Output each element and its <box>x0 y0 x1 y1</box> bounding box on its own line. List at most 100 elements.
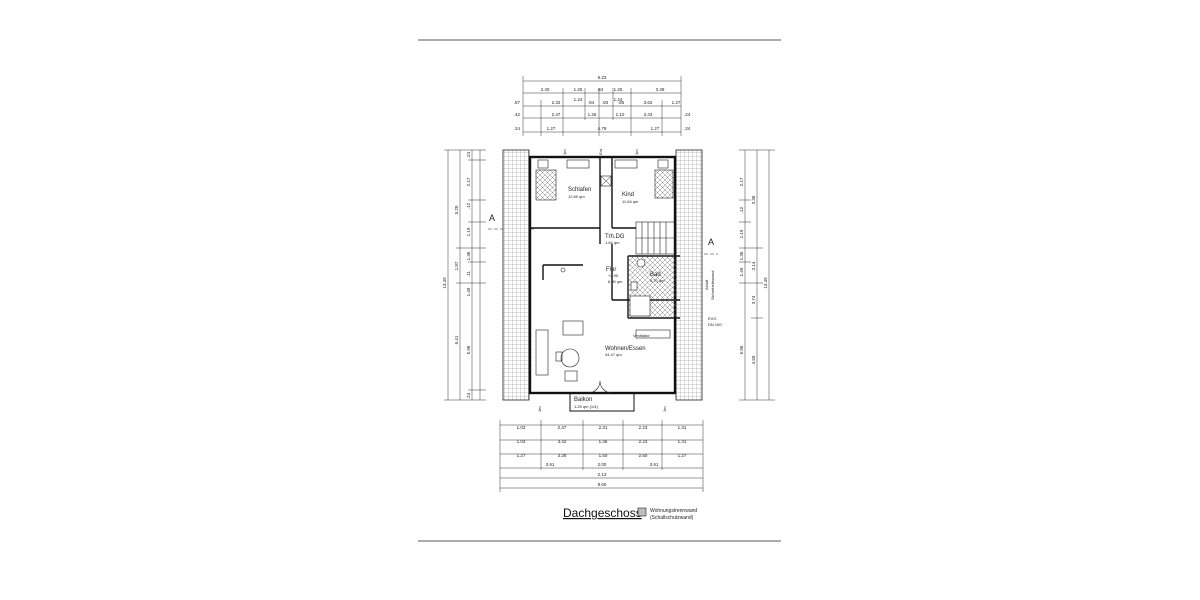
dim-bottom-r1-e: 1.31 <box>678 425 687 430</box>
dim-right-mid-c: 3.74 <box>751 295 756 304</box>
nightstand-1 <box>537 159 549 169</box>
dim-top-r5-b: 1.27 <box>547 126 556 131</box>
room-label-flur: Flur <box>606 267 616 273</box>
dim-top-r3-d: .93 <box>602 100 609 105</box>
shaft <box>600 175 612 187</box>
dim-right-mid-b: 2.14 <box>751 261 756 270</box>
room-area-kind: 11.64 qm <box>622 199 639 204</box>
dim-top-r2-b: 1.24 <box>614 97 623 102</box>
dim-bottom-r2-d: 2.23 <box>639 439 648 444</box>
dim-top-r3-e: .85 <box>618 100 625 105</box>
hob <box>560 267 566 273</box>
dim-top-r3-f: 3.62 <box>644 100 653 105</box>
dim-top-r4-d: 1.10 <box>616 112 625 117</box>
kitchen-counter <box>535 329 549 376</box>
note-ent: Ent. <box>598 148 603 155</box>
dim-left-inner-f: .11 <box>466 271 471 277</box>
dim-top-r4-f: .24 <box>684 112 691 117</box>
note-lm-1: 1m <box>562 149 567 155</box>
dim-left-inner-a: .24 <box>466 151 471 158</box>
room-label-treppe: Trh.DG <box>605 234 625 240</box>
dim-right-mid-d: 4.50 <box>751 355 756 364</box>
note-lm-2: 1m <box>634 149 639 155</box>
room-area-treppe: 1.64 qm <box>605 240 620 245</box>
wardrobe-kind <box>614 159 638 169</box>
dim-top-r3-a: .67 <box>514 100 521 105</box>
dim-bottom-r3-e: 1.27 <box>678 453 687 458</box>
roof-right <box>675 149 703 401</box>
dimension-chain-top <box>522 76 682 136</box>
dim-right-inner-e: 1.49 <box>739 267 744 276</box>
section-mark-left: A <box>489 213 495 223</box>
nightstand-2 <box>657 159 669 169</box>
note-evg: EVG <box>708 316 716 321</box>
toilet <box>630 281 638 291</box>
dim-right-inner-a: 2.17 <box>739 177 744 186</box>
dim-top-r4-b: 2.47 <box>552 112 561 117</box>
dim-left-inner-g: 1.49 <box>466 287 471 296</box>
dim-right-outer: 13.49 <box>763 277 768 289</box>
note-dn: DN 100 <box>708 322 722 327</box>
dim-bottom-r1-a: 1.03 <box>517 425 526 430</box>
dim-bottom-r4-a: 3.91 <box>546 462 555 467</box>
legend-swatch <box>637 507 647 517</box>
room-label-balkon: Balkon <box>574 397 592 403</box>
room-area-schlafen: 12.89 qm <box>568 194 585 199</box>
room-height-flur: +2.90 <box>608 273 619 278</box>
dim-left-inner-e: 1.36 <box>466 251 471 260</box>
dim-left-inner-i: .24 <box>466 392 471 399</box>
dim-bottom-r3-d: 2.50 <box>639 453 648 458</box>
dim-right-inner-f: 5.96 <box>739 345 744 354</box>
dim-right-inner-d: 1.36 <box>739 251 744 260</box>
shelf <box>635 329 671 339</box>
dim-top-r5-d: 1.27 <box>651 126 660 131</box>
room-label-kind: Kind <box>622 192 634 198</box>
note-abluft: Abluft <box>704 279 709 290</box>
dim-top-r4-c: 1.26 <box>588 112 597 117</box>
staircase <box>635 221 677 255</box>
dim-bottom-r4-c: 3.91 <box>650 462 659 467</box>
dim-bottom-r2-b: 3.42 <box>558 439 567 444</box>
shower <box>629 295 651 317</box>
balcony-door <box>587 380 613 394</box>
shaft-cross <box>600 175 612 187</box>
dim-top-r1-d: 1.25 <box>614 87 623 92</box>
room-label-wohnen: Wohnen/Essen <box>605 346 646 352</box>
dim-top-r5-a: .24 <box>514 126 521 131</box>
dim-bottom-r3-a: 1.27 <box>517 453 526 458</box>
dim-top-r1-b: 1.25 <box>574 87 583 92</box>
dim-right-inner-b: .12 <box>739 206 744 213</box>
dim-left-mid-c: 6.41 <box>454 335 459 344</box>
plan-title: Dachgeschoss <box>563 506 642 520</box>
dim-left-inner-c: .12 <box>466 202 471 209</box>
dim-top-r1-c: .84 <box>597 87 604 92</box>
dim-bottom-r1-c: 2.31 <box>599 425 608 430</box>
dim-left-inner-b: 2.17 <box>466 177 471 186</box>
dim-top-total: 9.23 <box>598 75 607 80</box>
dim-left-inner-h: 5.96 <box>466 345 471 354</box>
roof-left <box>502 149 530 401</box>
dim-right-inner-c: 1.19 <box>739 229 744 238</box>
armchair <box>564 370 578 382</box>
dim-bottom-r1-d: 2.23 <box>639 425 648 430</box>
note-sicherheitswand: Sicherheitswand <box>710 271 715 300</box>
bed-kind <box>654 169 674 199</box>
room-label-schlafen: Schlafen <box>568 187 591 193</box>
chair-1 <box>555 351 563 362</box>
legend-line-1: Wohnungstrennwand <box>650 508 697 514</box>
dim-top-r4-a: .42 <box>514 112 521 117</box>
dim-top-r1-e: 3.49 <box>656 87 665 92</box>
dim-right-mid-a: 3.36 <box>751 195 756 204</box>
room-area-balkon: 1.25 qm (1/4) <box>574 404 598 409</box>
wardrobe <box>566 159 590 169</box>
bed-schlafen <box>535 169 557 201</box>
dim-top-r3-b: 2.32 <box>552 100 561 105</box>
dim-left-inner-d: 1.19 <box>466 227 471 236</box>
dim-bottom-r2-e: 1.31 <box>678 439 687 444</box>
legend-line-2: (Schallschutzwand) <box>650 515 694 521</box>
dim-bottom-r3-c: 1.50 <box>599 453 608 458</box>
dim-bottom-r4-b: 2.00 <box>598 462 607 467</box>
room-area-wohnen: 34.47 qm <box>605 352 622 357</box>
room-area-flur: 6.90 qm <box>608 279 623 284</box>
